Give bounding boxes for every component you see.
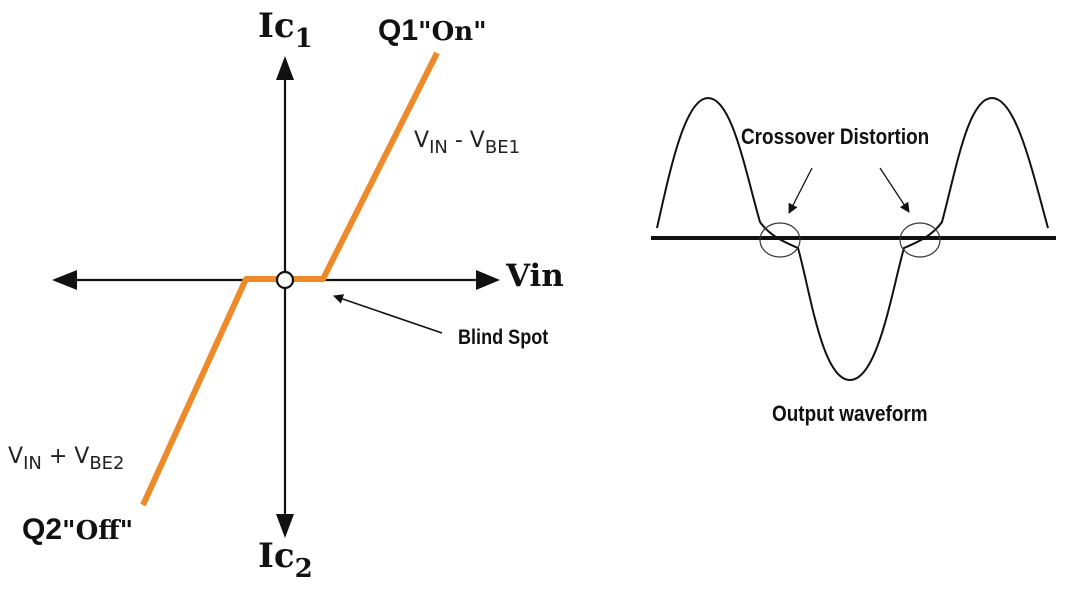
lower-expr-op: +	[41, 444, 75, 469]
upper-expr-b-sub: BE1	[484, 137, 521, 158]
lower-expression: VIN + VBE2	[8, 444, 125, 474]
upper-expr-b: V	[469, 128, 485, 153]
upper-expr-a: V	[414, 128, 430, 153]
upper-expression: VIN - VBE1	[414, 128, 520, 158]
ic2-label: Ic2	[258, 536, 313, 584]
q2-state: "Off"	[62, 516, 134, 546]
lower-expr-a: V	[8, 444, 24, 469]
q2-label: Q2"Off"	[22, 513, 133, 547]
x-axis-left-arrowhead	[52, 270, 77, 290]
output-waveform-label: Output waveform	[772, 401, 928, 426]
ic1-sub: 1	[294, 24, 313, 54]
origin-circle	[275, 270, 295, 290]
lower-expr-b: V	[74, 444, 90, 469]
lower-expr-a-sub: IN	[23, 453, 42, 474]
lower-expr-b-sub: BE2	[89, 453, 125, 474]
ic1-label: Ic1	[258, 6, 313, 54]
blind-spot-arrow	[333, 294, 443, 334]
blind-spot-label: Blind Spot	[458, 326, 549, 349]
crossover-arrow-left	[788, 167, 813, 214]
crossover-circle-left	[759, 222, 801, 258]
upper-expr-op: -	[447, 128, 470, 153]
q1-state: "On"	[418, 17, 487, 47]
crossover-distortion-label: Crossover Distortion	[741, 124, 930, 149]
q1-label: Q1"On"	[378, 14, 487, 48]
y-axis-up-arrowhead	[276, 56, 294, 80]
output-waveform	[656, 96, 1049, 382]
crossover-circle-right	[899, 222, 941, 258]
q2-name: Q2	[22, 513, 63, 546]
ic1-base: Ic	[258, 6, 295, 46]
y-axis-down-arrowhead	[276, 514, 294, 538]
vin-label: Vin	[506, 258, 564, 294]
ic2-sub: 2	[294, 554, 313, 584]
crossover-arrow-right	[879, 167, 910, 213]
ic2-base: Ic	[258, 536, 295, 576]
upper-expr-a-sub: IN	[429, 137, 448, 158]
x-axis-right-arrowhead	[476, 270, 500, 290]
q1-name: Q1	[378, 14, 419, 47]
